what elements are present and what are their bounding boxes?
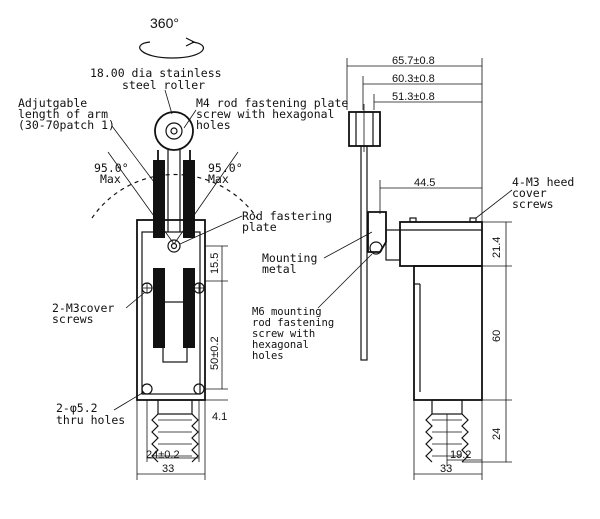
dim-51-3: 51.3±0.8: [392, 91, 435, 103]
plate-label-2: plate: [242, 220, 277, 234]
inner-window: [162, 301, 188, 363]
angle-left-value: 95.0°: [94, 161, 129, 175]
rotation-label: 360°: [150, 15, 179, 31]
plate-leader: [179, 215, 243, 245]
dim-33: 33: [162, 463, 174, 475]
dim-19-2: 19.2: [450, 449, 471, 461]
switch-body-side: [413, 265, 483, 401]
thru-holes-label-1: 2-φ5.2: [56, 401, 98, 415]
swing-arc: [91, 173, 258, 219]
head-screws-label-1: 4-M3 heed: [512, 175, 574, 189]
m6-label-5: holes: [252, 350, 284, 362]
lever-rod: [360, 145, 368, 361]
thru-hole-left: [141, 383, 153, 395]
angle-right-unit: Max: [208, 172, 229, 186]
dim-65-7: 65.7±0.8: [392, 55, 435, 67]
thru-hole-right: [193, 383, 205, 395]
gland-threads: [151, 413, 199, 463]
roller-side-hub: [355, 111, 374, 147]
screw-leader: [183, 109, 197, 129]
dim-60: 60: [491, 330, 503, 342]
arm-label-1: Adjutgable: [18, 96, 87, 110]
switch-cover: [141, 231, 201, 395]
rotation-symbol: 360°: [139, 15, 204, 59]
cover-screws-label-1: 2-M3cover: [52, 301, 114, 315]
dim-15-5: 15.5: [209, 253, 221, 274]
swing-limit-right: [173, 151, 239, 245]
roller-axle: [170, 127, 178, 135]
roller-label-1: 18.00 dia stainless: [90, 66, 222, 80]
mounting-metal-label-2: metal: [262, 262, 297, 276]
thru-holes-label-2: thru holes: [56, 413, 125, 427]
gland-nut: [157, 399, 193, 415]
pivot-outer: [167, 239, 181, 253]
dim-33-side: 33: [440, 463, 452, 475]
roller-hub: [165, 122, 183, 140]
lower-strip-left: [153, 268, 165, 348]
mounting-metal-label-1: Mounting: [262, 251, 317, 265]
thru-holes-leader: [113, 391, 145, 411]
dim-60-3: 60.3±0.8: [392, 73, 435, 85]
dim-24-side: 24: [491, 428, 503, 440]
gland-side-nut: [431, 399, 463, 415]
m6-label-1: M6 mounting: [252, 306, 322, 318]
arm-label-2: length of arm: [18, 107, 108, 121]
shaft-boss: [385, 229, 401, 261]
arm-strip-right: [183, 160, 195, 238]
switch-head: [399, 221, 483, 267]
cover-screws-label-2: screws: [52, 312, 94, 326]
arm-label-3: (30-70patch 1): [18, 118, 115, 132]
plate-label-1: Rod fastering: [242, 209, 332, 223]
m6-leader: [317, 253, 373, 309]
roller-label-2: steel roller: [122, 78, 205, 92]
dim-50: 50±0.2: [209, 336, 221, 370]
dim-44-5: 44.5: [414, 177, 435, 189]
dim-21-4: 21.4: [491, 237, 503, 258]
head-screw-1: [409, 217, 417, 223]
screw-label-1: M4 rod fastening plate: [196, 96, 348, 110]
cover-screws-leader: [125, 292, 145, 309]
head-screws-label-2: cover: [512, 186, 547, 200]
angle-left-unit: Max: [100, 172, 121, 186]
head-screws-label-3: screws: [512, 197, 554, 211]
mounting-metal: [367, 211, 387, 253]
lower-strip-right: [183, 268, 195, 348]
m6-label-4: hexagonal: [252, 339, 309, 351]
roller-side: [348, 111, 381, 147]
m6-label-2: rod fastening: [252, 317, 334, 329]
arm-leader: [111, 125, 161, 191]
arm-strip-left: [153, 160, 165, 238]
screw-label-3: holes: [196, 118, 231, 132]
m6-label-3: screw with: [252, 328, 315, 340]
head-screws-leader: [475, 189, 513, 219]
dim-4-1: 4.1: [212, 411, 227, 423]
angle-right-value: 95.0°: [208, 161, 243, 175]
head-screw-2: [469, 217, 477, 223]
rotation-arrow-head: [185, 37, 196, 47]
rotation-arc: [139, 41, 204, 59]
front-view: 15.5 50±0.2 4.1 24±0.2 33 18.00 dia stai…: [18, 66, 348, 480]
screw-label-2: screw with hexagonal: [196, 107, 334, 121]
roller: [154, 111, 194, 151]
roller-leader: [164, 89, 173, 115]
m6-screw-head: [369, 241, 383, 255]
swing-limit-left: [107, 151, 175, 245]
side-view: 65.7±0.8 60.3±0.8 51.3±0.8 44.5: [252, 55, 574, 480]
arm-slot: [167, 150, 181, 232]
cover-screw-top-right: [193, 282, 205, 294]
cover-screw-top-left: [141, 282, 153, 294]
mounting-metal-leader: [323, 231, 373, 259]
dim-24: 24±0.2: [146, 449, 180, 461]
pivot-inner: [170, 242, 178, 250]
